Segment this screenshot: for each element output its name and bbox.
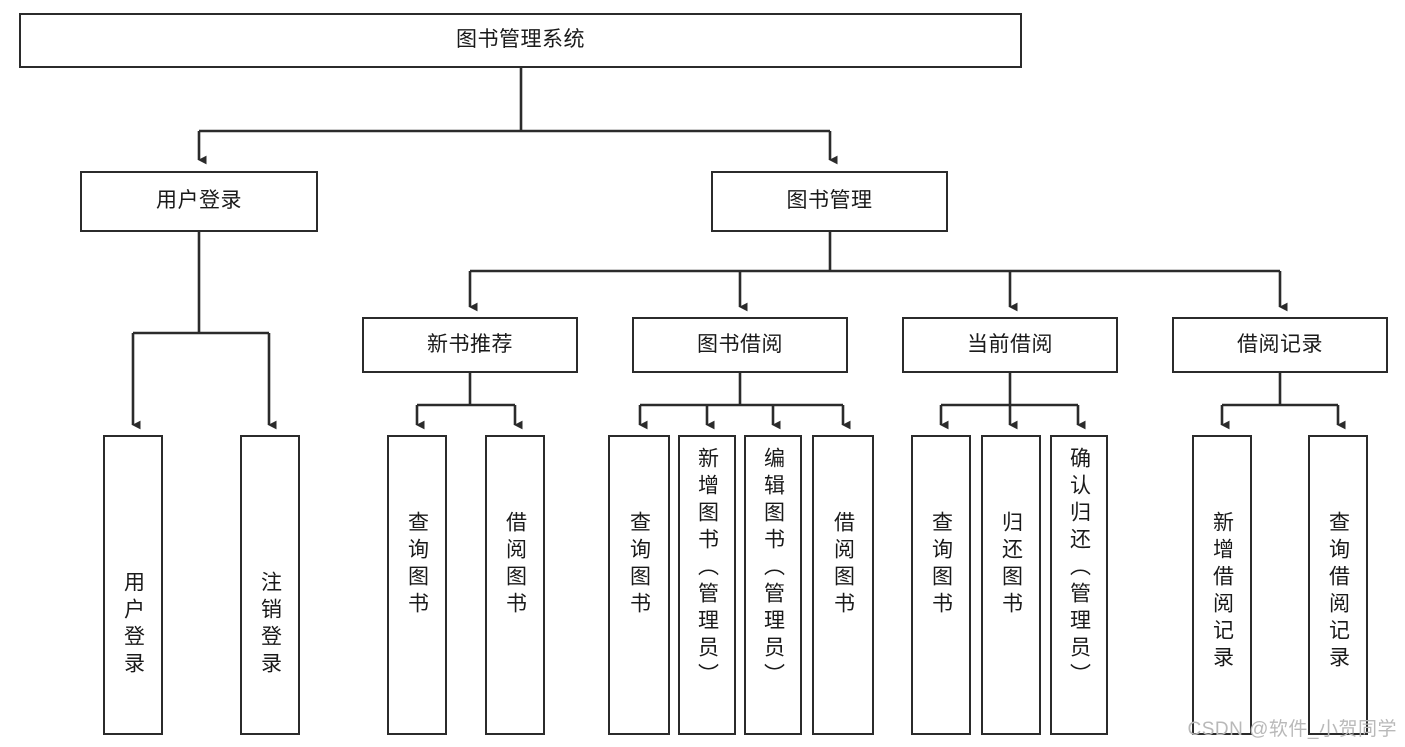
node-leaf-query-record-label: 查询借阅记录 <box>1326 511 1350 673</box>
node-leaf-confirm-return[interactable]: 确认归还（管理员） <box>1050 435 1108 735</box>
node-leaf-user-login-label: 用户登录 <box>121 571 145 679</box>
node-new-book-recommend-label: 新书推荐 <box>427 332 513 356</box>
node-leaf-return-book[interactable]: 归还图书 <box>981 435 1041 735</box>
node-leaf-query-record[interactable]: 查询借阅记录 <box>1308 435 1368 735</box>
node-user-login[interactable]: 用户登录 <box>80 171 318 232</box>
node-book-management[interactable]: 图书管理 <box>711 171 948 232</box>
node-leaf-add-record[interactable]: 新增借阅记录 <box>1192 435 1252 735</box>
node-leaf-add-book[interactable]: 新增图书（管理员） <box>678 435 736 735</box>
node-leaf-query-book-2-label: 查询图书 <box>627 511 651 619</box>
node-book-borrow-label: 图书借阅 <box>697 332 783 356</box>
node-leaf-query-book-3[interactable]: 查询图书 <box>911 435 971 735</box>
node-leaf-borrow-book-2-label: 借阅图书 <box>831 511 855 619</box>
node-user-login-label: 用户登录 <box>156 189 242 213</box>
node-leaf-query-book-3-label: 查询图书 <box>929 511 953 619</box>
node-leaf-logout-login[interactable]: 注销登录 <box>240 435 300 735</box>
node-leaf-query-book-2[interactable]: 查询图书 <box>608 435 670 735</box>
node-current-borrow-label: 当前借阅 <box>967 332 1053 356</box>
node-current-borrow[interactable]: 当前借阅 <box>902 317 1118 373</box>
node-leaf-borrow-book-1[interactable]: 借阅图书 <box>485 435 545 735</box>
node-root-label: 图书管理系统 <box>456 28 585 52</box>
node-leaf-borrow-book-2[interactable]: 借阅图书 <box>812 435 874 735</box>
node-leaf-return-book-label: 归还图书 <box>999 511 1023 619</box>
node-leaf-confirm-return-label: 确认归还（管理员） <box>1067 447 1091 690</box>
node-root[interactable]: 图书管理系统 <box>19 13 1022 68</box>
node-borrow-record[interactable]: 借阅记录 <box>1172 317 1388 373</box>
node-new-book-recommend[interactable]: 新书推荐 <box>362 317 578 373</box>
node-leaf-add-record-label: 新增借阅记录 <box>1210 511 1234 673</box>
node-leaf-edit-book-label: 编辑图书（管理员） <box>761 447 785 690</box>
node-leaf-user-login[interactable]: 用户登录 <box>103 435 163 735</box>
node-borrow-record-label: 借阅记录 <box>1237 332 1323 356</box>
node-book-management-label: 图书管理 <box>786 189 873 213</box>
node-leaf-query-book-1-label: 查询图书 <box>405 511 429 619</box>
node-leaf-edit-book[interactable]: 编辑图书（管理员） <box>744 435 802 735</box>
node-leaf-add-book-label: 新增图书（管理员） <box>695 447 719 690</box>
node-leaf-query-book-1[interactable]: 查询图书 <box>387 435 447 735</box>
node-leaf-borrow-book-1-label: 借阅图书 <box>503 511 527 619</box>
node-leaf-logout-login-label: 注销登录 <box>258 571 282 679</box>
node-book-borrow[interactable]: 图书借阅 <box>632 317 848 373</box>
